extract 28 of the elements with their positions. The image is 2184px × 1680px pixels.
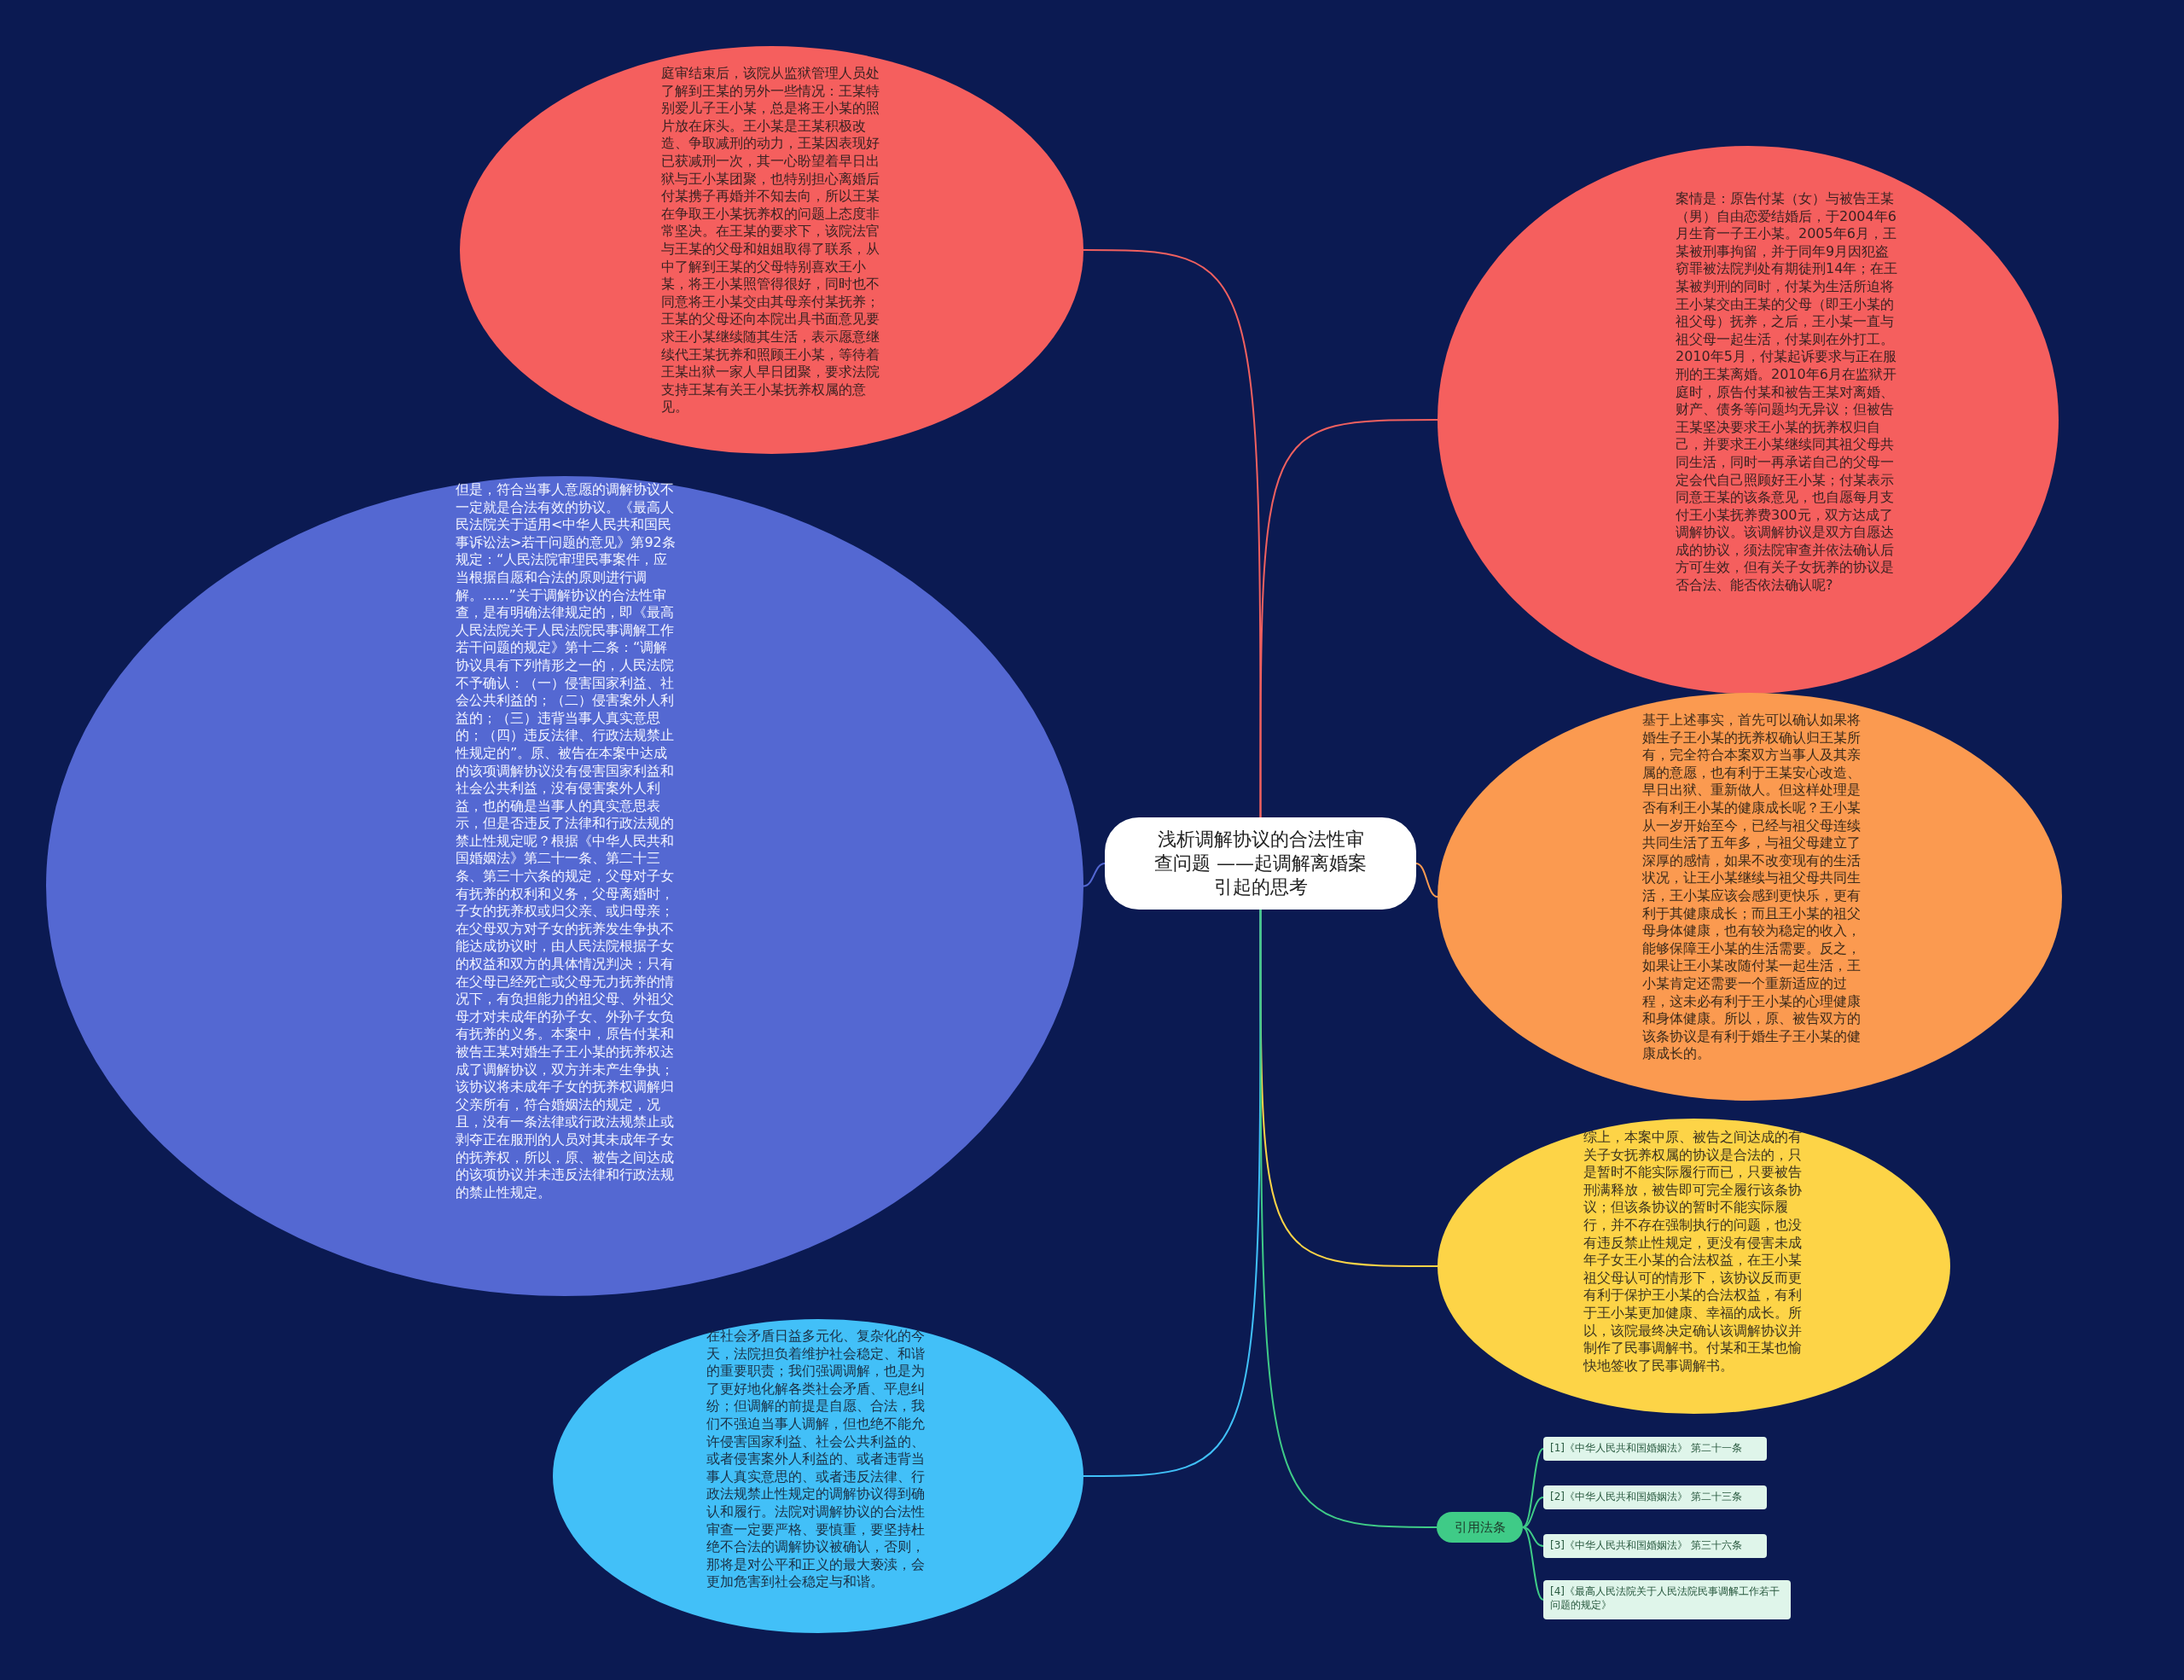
citation-text: [1]《中华人民共和国婚姻法》 第二十一条 — [1550, 1441, 1743, 1455]
citation-box — [1543, 1437, 1767, 1461]
citation-box — [1543, 1485, 1767, 1509]
citation-text: [3]《中华人民共和国婚姻法》 第三十六条 — [1550, 1538, 1743, 1552]
connector-line — [1083, 909, 1262, 1477]
category-label: 引用法条 — [1454, 1519, 1506, 1536]
citation-text: [2]《中华人民共和国婚姻法》 第二十三条 — [1550, 1490, 1743, 1503]
paragraph-text: 庭审结束后，该院从监狱管理人员处了解到王某的另外一些情况：王某特别爱儿子王小某，总是将王小某的照片放在床头。王小某是王某积极改造、争取减刑的动力，王某因表现好已获减刑一次，其一心盼望着早日出狱与王小某团聚，也特别担心离婚后付某携子再婚并不知去向，所以王某在争取王小某抚养权的问题上态度非常坚决。在王某的要求下，该院法官与王某的父母和姐姐取得了联系，从中了解到王某的父母特别喜欢王小某，将王小某照管得很好，同时也不同意将王小某交由其母亲付某抚养；王某的父母还向本院出具书面意见要求王小某继续随其生活，表示愿意继续代王某抚养和照顾王小某，等待着王某出狱一家人早日团聚，要求法院支持王某有关王小某抚养权属的意见。 — [661, 65, 880, 416]
connector-line — [1522, 1448, 1544, 1528]
paragraph-text: 但是，符合当事人意愿的调解协议不一定就是合法有效的协议。《最高人民法院关于适用<中华人民共和国民事诉讼法>若干问题的意见》第92条规定：“人民法院审理民事案件，应当根据自愿和合法的原则进行调解。......”关于调解协议的合法性审查，是有明确法律规定的，即《最高人民法院关于人民法院民事调解工作若干问题的规定》第十二条：“调解协议具有下列情形之一的，人民法院不予确认：（一）侵害国家利益、社会公共利益的；（二）侵害案外人利益的；（三）违背当事人真实意思的；（四）违反法律、行政法规禁止性规定的”。原、被告在本案中达成的该项调解协议没有侵害国家利益和社会公共利益，没有侵害案外人利益，也的确是当事人的真实意思表示，但是否违反了法律和行政法规的禁止性规定呢？根据《中华人民共和国婚姻法》第二十一条、第二十三条、第三十六条的规定，父母对子女有抚养的权利和义务，父母离婚时，子女的抚养权或归父亲、或归母亲；在父母双方对子女的抚养发生争执不能达成协议时，由人民法院根据子女的权益和双方的具体情况判决；只有在父母已经死亡或父母无力抚养的情况下，有负担能力的祖父母、外祖父母才对未成年的孙子女、外孙子女负有抚养的义务。本案中，原告付某和被告王某对婚生子王小某的抚养权达成了调解协议，双方并未产生争执；该协议将未成年子女的抚养权调解归父亲所有，符合婚姻法的规定，况且，没有一条法律或行政法规禁止或剥夺正在服刑的人员对其未成年子女的抚养权，所以，原、被告之间达成的该项协议并未违反法律和行政法规的禁止性规定。 — [456, 481, 677, 1202]
paragraph-text: 基于上述事实，首先可以确认如果将婚生子王小某的抚养权确认归王某所有，完全符合本案双方当事人及其亲属的意愿，也有利于王某安心改造、早日出狱、重新做人。但这样处理是否有利王小某的健康成长呢？王小某从一岁开始至今，已经与祖父母连续共同生活了五年多，与祖父母建立了深厚的感情，如果不改变现有的生活状况，让王小某继续与祖父母共同生活，王小某应该会感到更快乐，更有利于其健康成长；而且王小某的祖父母身体健康，也有较为稳定的收入，能够保障王小某的生活需要。反之，如果让王小某改随付某一起生活，王小某肯定还需要一个重新适应的过程，这未必有利于王小某的心理健康和身体健康。所以，原、被告双方的该条协议是有利于婚生子王小某的健康成长的。 — [1642, 712, 1862, 1063]
connector-line — [1083, 863, 1106, 887]
connector-line — [1083, 249, 1262, 818]
paragraph-text: 案情是：原告付某（女）与被告王某（男）自由恋爱结婚后，于2004年6月生育一子王小某。2005年6月，王某被刑事拘留，并于同年9月因犯盗窃罪被法院判处有期徒刑14年；在王某被判刑的同时，付某为生活所迫将王小某交由王某的父母（即王小某的祖父母）抚养，之后，王小某一直与祖父母一起生活，付某则在外打工。2010年5月，付某起诉要求与正在服刑的王某离婚。2010年6月在监狱开庭时，原告付某和被告王某对离婚、财产、债务等问题均无异议；但被告王某坚决要求王小某的抚养权归自己，并要求王小某继续同其祖父母共同生活，同时一再承诺自己的父母一定会代自己照顾好王小某；付某表示同意王某的该条意见，也自愿每月支付王小某抚养费300元，双方达成了调解协议。该调解协议是双方自愿达成的协议，须法院审查并依法确认后方可生效，但有关子女抚养的协议是否合法、能否依法确认呢? — [1676, 190, 1899, 595]
central-topic-box — [1105, 817, 1416, 910]
topic-title: 浅析调解协议的合法性审查问题 ——起调解离婚案引起的思考 — [1153, 828, 1368, 899]
connector-line — [1522, 1497, 1544, 1528]
paragraph-text: 综上，本案中原、被告之间达成的有关子女抚养权属的协议是合法的，只是暂时不能实际履行而已，只要被告刑满释放，被告即可完全履行该条协议；但该条协议的暂时不能实际履行，并不存在强制执行的问题，也没有违反禁止性规定，更没有侵害未成年子女王小某的合法权益，在王小某祖父母认可的情形下，该协议反而更有利于保护王小某的合法权益，有利于王小某更加健康、幸福的成长。所以，该院最终决定确认该调解协议并制作了民事调解书。付某和王某也愉快地签收了民事调解书。 — [1583, 1129, 1803, 1375]
connector-line — [1522, 1526, 1544, 1547]
citation-box — [1543, 1534, 1767, 1558]
connector-line — [1522, 1526, 1544, 1601]
category-pill — [1437, 1512, 1523, 1543]
paragraph-text: 在社会矛盾日益多元化、复杂化的今天，法院担负着维护社会稳定、和谐的重要职责；我们强调调解，也是为了更好地化解各类社会矛盾、平息纠纷；但调解的前提是自愿、合法，我们不强迫当事人调解，但也绝不能允许侵害国家利益、社会公共利益的、或者侵害案外人利益的、或者违背当事人真实意思的、或者违反法律、行政法规禁止性规定的调解协议得到确认和履行。法院对调解协议的合法性审查一定要严格、要慎重，要坚持杜绝不合法的调解协议被确认，否则，那将是对公平和正义的最大亵渎，会更加危害到社会稳定与和谐。 — [706, 1328, 926, 1591]
citation-text: [4]《最高人民法院关于人民法院民事调解工作若干问题的规定》 — [1550, 1584, 1780, 1612]
connector-line — [1415, 863, 1438, 898]
connector-line — [1259, 909, 1438, 1528]
citation-box — [1543, 1580, 1791, 1619]
connector-line — [1259, 419, 1438, 818]
